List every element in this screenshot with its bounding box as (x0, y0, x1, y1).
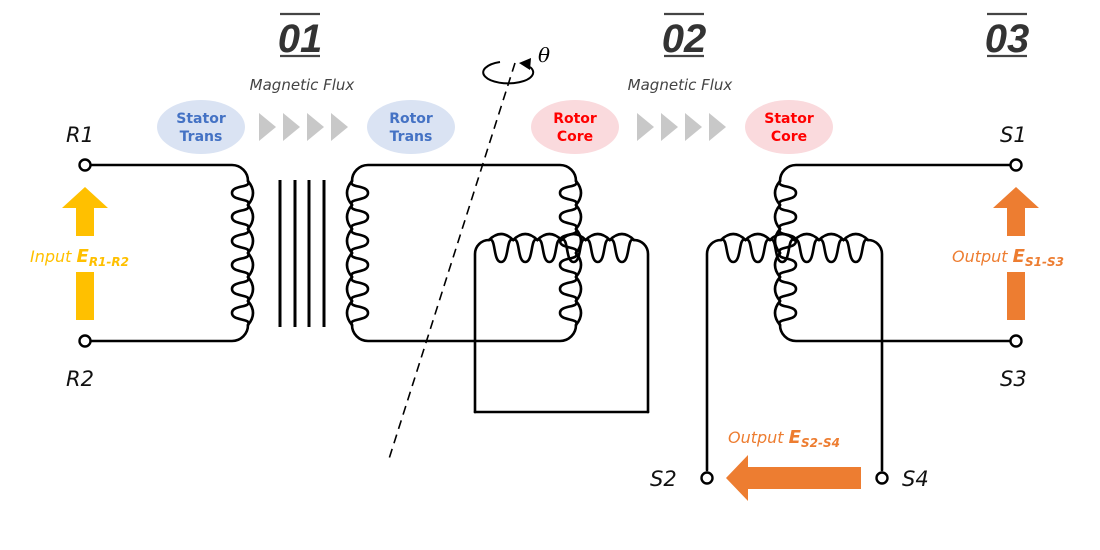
flow-node-rotor-core: Rotor Core (531, 100, 619, 154)
transformer-core (278, 180, 326, 327)
stage-number: 03 (985, 17, 1030, 61)
stator-core-winding-s1-s3 (773, 163, 1012, 343)
terminal-s4 (875, 471, 889, 485)
stage-number: 02 (662, 17, 707, 61)
label-r1: R1 (66, 123, 94, 147)
input-arrow-icon (62, 187, 108, 320)
flux-arrows-right (637, 113, 726, 141)
theta-label: θ (538, 43, 550, 67)
node-label-line2: Core (771, 129, 807, 145)
output-s1-s3-arrow-icon (993, 187, 1039, 320)
flux-chevron-icon (685, 113, 702, 141)
rotor-trans-winding (345, 163, 583, 343)
flux-chevron-icon (709, 113, 726, 141)
rotation-arrow-icon (482, 58, 535, 85)
flux-label-2: Magnetic Flux (628, 76, 733, 94)
label-s4: S4 (902, 467, 929, 491)
output-s2-s4-arrow-icon (726, 455, 861, 501)
coil-winding (487, 232, 636, 242)
stage-marker-03: 03 (985, 12, 1030, 61)
stator-core-winding-s2-s4 (705, 232, 884, 472)
terminal-r2 (78, 334, 92, 348)
node-label-line2: Trans (390, 129, 433, 145)
flux-arrows-left (259, 113, 348, 141)
flux-chevron-icon (661, 113, 678, 141)
flow-node-rotor-trans: Rotor Trans (367, 100, 455, 154)
stage-marker-01: 01 (278, 12, 323, 61)
node-label-line1: Rotor (553, 111, 597, 127)
stage-number: 01 (278, 17, 323, 61)
stator-trans-winding (88, 163, 255, 343)
node-label-line1: Stator (764, 111, 814, 127)
label-s2: S2 (650, 467, 677, 491)
coil-winding (230, 179, 250, 327)
flux-chevron-icon (637, 113, 654, 141)
flow-node-stator-trans: Stator Trans (157, 100, 245, 154)
node-label-line2: Core (557, 129, 593, 145)
node-label-line1: Stator (176, 111, 226, 127)
stage-marker-02: 02 (662, 12, 707, 61)
output-s2-s4-label: Output ES2-S4 (728, 427, 840, 450)
label-s1: S1 (1000, 123, 1027, 147)
rotation-axis (387, 62, 516, 463)
terminal-r1 (78, 158, 92, 172)
flux-chevron-icon (307, 113, 324, 141)
flux-label-1: Magnetic Flux (250, 76, 355, 94)
terminal-s2 (700, 471, 714, 485)
label-r2: R2 (66, 367, 94, 391)
node-label-line1: Rotor (389, 111, 433, 127)
coil-winding (350, 179, 370, 327)
coil-winding (719, 232, 870, 242)
rotor-quadrature-winding (473, 232, 650, 414)
flux-chevron-icon (283, 113, 300, 141)
terminal-s3 (1009, 334, 1023, 348)
flux-chevron-icon (259, 113, 276, 141)
flux-chevron-icon (331, 113, 348, 141)
node-label-line2: Trans (180, 129, 223, 145)
terminal-s1 (1009, 158, 1023, 172)
output-s1-s3-label: Output ES1-S3 (952, 246, 1064, 269)
label-s3: S3 (1000, 367, 1027, 391)
flow-node-stator-core: Stator Core (745, 100, 833, 154)
input-signal-label: Input ER1-R2 (30, 246, 129, 269)
